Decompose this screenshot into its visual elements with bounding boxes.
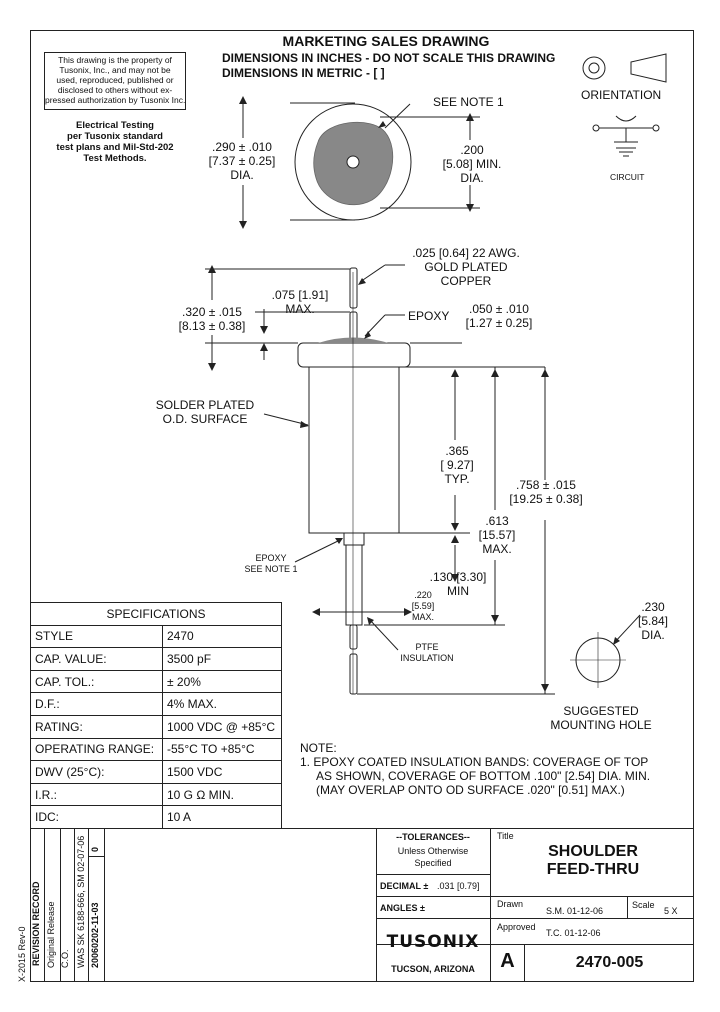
table-row: OPERATING RANGE:-55°C TO +85°C [30,737,282,762]
tolerances-specified: Specified [414,858,452,868]
decimal-label: DECIMAL ± [380,881,429,891]
height-365-dim: .365 [ 9.27] TYP. [440,444,474,486]
dimension-note-2: DIMENSIONS IN METRIC - [ ] [222,66,385,80]
orientation-label: ORIENTATION [581,88,662,102]
hole-dia-dim: .230 [5.84] DIA. [637,600,669,642]
shoulder [297,342,411,368]
height-758-dim: .758 ± .015 [19.25 ± 0.38] [509,478,583,506]
decimal-value: .031 [0.79] [437,881,480,891]
table-row: DWV (25°C):1500 VDC [30,760,282,784]
drawn-label: Drawn [497,899,524,909]
scale-value: 5 X [664,906,678,916]
epoxy-band [343,532,365,546]
epoxy-note-label: EPOXY SEE NOTE 1 [244,553,298,574]
solder-plated-label: SOLDER PLATED O.D. SURFACE [155,398,255,426]
tolerances-unless: Unless Otherwise [397,846,469,856]
revision-was: WAS SK 6188-666, SM 02-07-06 [76,835,86,968]
table-row: I.R.:10 G Ω MIN. [30,782,282,807]
dimension-note-1: DIMENSIONS IN INCHES - DO NOT SCALE THIS… [222,51,556,65]
height-130-dim: .130 [3.30] MIN [429,570,487,598]
note-line-2: AS SHOWN, COVERAGE OF BOTTOM .100" [2.54… [316,769,651,783]
height-075-dim: .075 [1.91] MAX. [271,288,329,316]
drawn-value: S.M. 01-12-06 [546,906,604,916]
drawing-title: MARKETING SALES DRAWING [282,33,490,49]
company-logo: TUSONIX [386,932,480,952]
angles-label: ANGLES ± [380,903,425,913]
drawing-size: A [500,950,515,972]
form-number: X-2015 Rev-0 [17,926,27,982]
property-note: This drawing is the property of Tusonix,… [44,52,186,110]
mounting-hole-label: SUGGESTED MOUNTING HOLE [550,704,652,732]
part-number: 2470-005 [575,954,644,971]
specifications-heading: SPECIFICATIONS [30,602,282,626]
dia-220-dim: .220 [5.59] MAX. [411,590,435,622]
part-title: SHOULDER FEED-THRU [546,843,640,878]
table-row: CAP. TOL.:± 20% [30,669,282,694]
bottom-lead-lower [349,653,358,695]
ptfe-label: PTFE INSULATION [400,642,454,663]
approved-value: T.C. 01-12-06 [546,928,601,938]
title-block-top [30,828,694,829]
tolerances-heading: --TOLERANCES-- [396,832,470,842]
orientation-ring-outer [582,56,606,80]
scale-label: Scale [632,900,655,910]
ptfe-insulation [345,544,363,626]
see-note1-label: SEE NOTE 1 [433,95,504,109]
epoxy-label: EPOXY [408,309,450,323]
wire-spec: .025 [0.64] 22 AWG. GOLD PLATED COPPER [412,246,520,288]
table-row: CAP. VALUE:3500 pF [30,647,282,671]
min-dia-dim: .200 [5.08] MIN. DIA. [442,143,502,185]
testing-note: Electrical Testing per Tusonix standard … [56,120,174,164]
table-row: RATING:1000 VDC @ +85°C [30,714,282,739]
height-320-dim: .320 ± .015 [8.13 ± 0.38] [178,305,246,333]
table-row: D.F.:4% MAX. [30,692,282,716]
orientation-ring-inner [588,62,600,74]
top-lead-lower [349,311,358,343]
revision-co: C.O. [60,949,70,968]
table-row: IDC:10 A [30,805,282,829]
body [308,366,400,534]
height-613-dim: .613 [15.57] MAX. [478,514,516,556]
title-label: Title [497,831,514,841]
orientation-trapezoid [630,53,667,83]
outer-dia-dim: .290 ± .010 [7.37 ± 0.25] DIA. [208,140,276,182]
note-line-1: 1. EPOXY COATED INSULATION BANDS: COVERA… [300,755,649,769]
height-050-dim: .050 ± .010 [1.27 ± 0.25] [465,302,533,330]
note-line-3: (MAY OVERLAP ONTO OD SURFACE .020" [0.51… [316,783,625,797]
revision-number: 20060202-11-03 [90,902,100,968]
drawing-sheet [30,30,694,982]
circuit-label: CIRCUIT [610,172,645,182]
revision-letter: 0 [90,846,100,852]
revision-original: Original Release [46,901,56,968]
revision-heading: REVISION RECORD [31,881,41,966]
approved-label: Approved [497,922,536,932]
note-heading: NOTE: [300,741,337,755]
company-location: TUCSON, ARIZONA [391,964,475,974]
top-lead-upper [349,267,358,309]
bottom-lead-upper [349,624,358,650]
